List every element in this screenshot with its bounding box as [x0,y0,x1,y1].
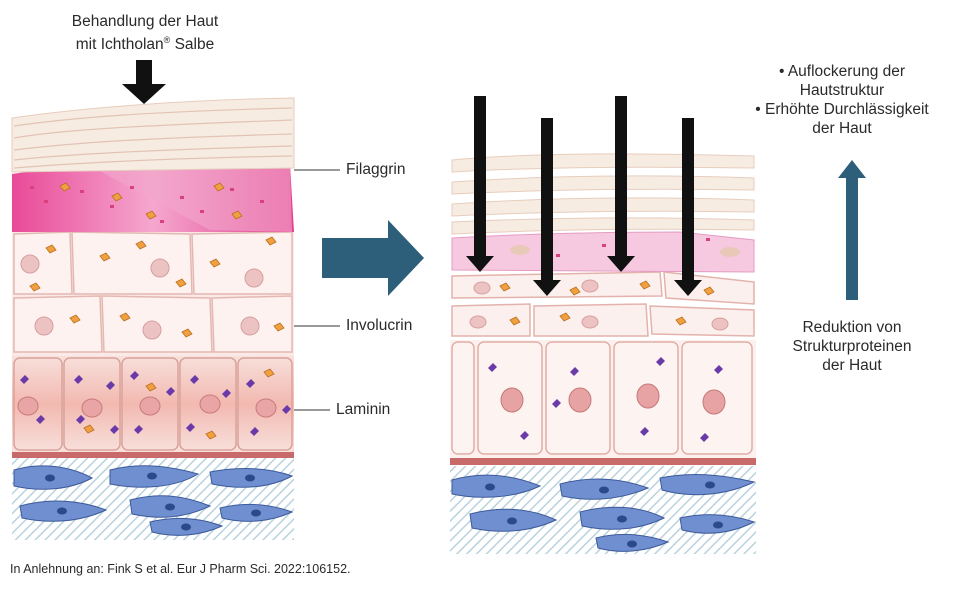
basement-membrane-left [12,452,294,458]
treatment-caption-line1: Behandlung der Haut [71,13,219,30]
label-involucrin: Involucrin [346,317,413,334]
reduction-line3: der Haut [822,357,882,374]
penetration-arrows [466,96,702,296]
effects-line2: Hautstruktur [799,82,885,99]
treatment-caption-product: mit Ichtholan [75,36,164,54]
source-note: In Anlehnung an: Fink S et al. Eur J Pha… [10,562,351,576]
effects-line4: der Haut [812,120,872,137]
treatment-caption-line2: mit Ichtholan® Salbe [40,31,250,54]
basement-membrane-right [450,458,756,465]
skin-treated [450,96,756,554]
skin-normal [11,97,295,540]
treatment-caption-suffix: Salbe [170,36,215,54]
transition-arrow [322,220,424,296]
registered-mark: ® [163,35,171,45]
reduction-line2: Strukturproteinen [792,338,912,355]
label-filaggrin: Filaggrin [346,161,406,178]
effects-line3: • Erhöhte Durchlässigkeit [755,101,929,118]
reduction-text: Reduktion von Strukturproteinen der Haut [770,318,934,375]
reduction-line1: Reduktion von [802,319,902,336]
label-laminin: Laminin [336,401,391,418]
reduction-arrow [838,160,866,300]
effects-line1: • Auflockerung der [778,63,906,80]
treatment-caption: Behandlung der Haut mit Ichtholan® Salbe [40,12,250,54]
treatment-arrow [122,60,166,104]
effects-text: • Auflockerung der Hautstruktur • Erhöht… [730,62,954,138]
